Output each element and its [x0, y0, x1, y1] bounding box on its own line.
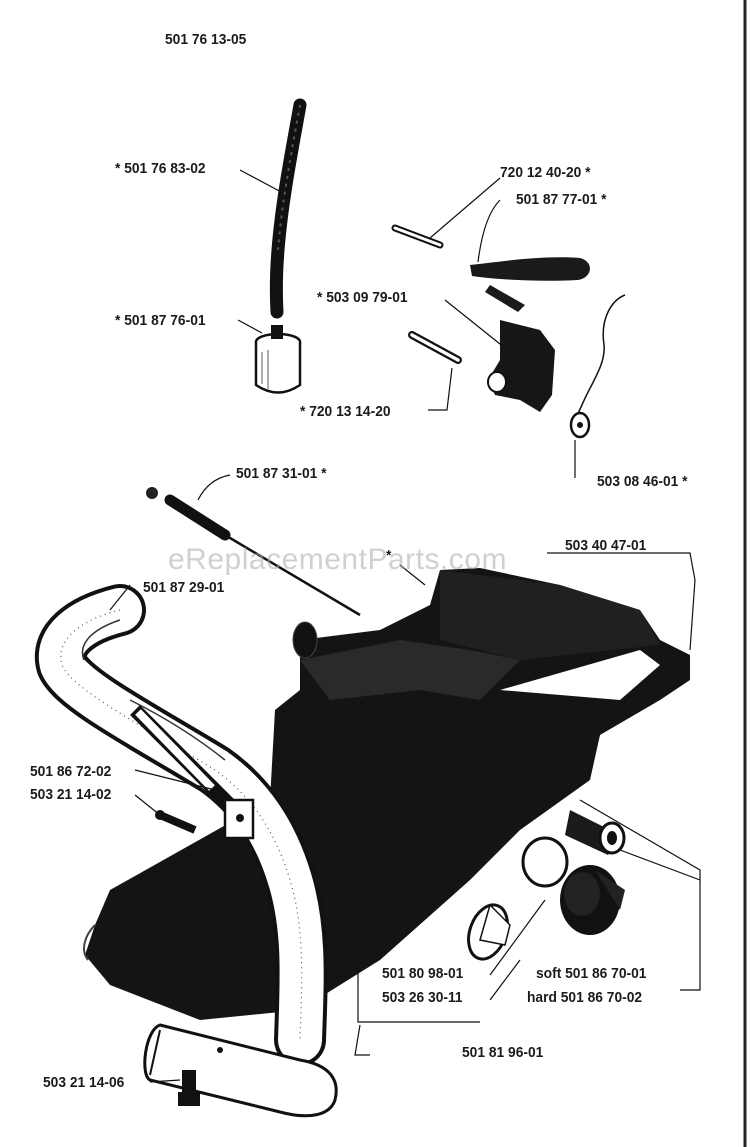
- rod-part: [146, 487, 361, 617]
- label-front-handle: 501 87 29-01: [143, 579, 225, 596]
- label-fuel-hose: * 501 76 83-02: [115, 160, 206, 177]
- fuel-hose-part: [269, 98, 307, 319]
- handle-bracket-part: [143, 1023, 338, 1118]
- bushing-part: [565, 810, 626, 855]
- screw-bottom-part: [178, 1070, 200, 1106]
- pin-part-lower: [408, 331, 462, 364]
- assembly-number: 501 76 13-05: [165, 31, 247, 48]
- label-rod: 501 87 31-01 *: [236, 465, 327, 482]
- label-screw-bottom: 503 21 14-06: [43, 1074, 125, 1091]
- screw-left-part: [155, 810, 197, 834]
- label-filter: * 501 87 76-01: [115, 312, 206, 329]
- label-gasket: 501 80 98-01: [382, 965, 464, 982]
- label-screw-left: 503 21 14-02: [30, 786, 112, 803]
- label-pin-lower: * 720 13 14-20: [300, 403, 391, 420]
- fuel-filter-part: [254, 325, 302, 394]
- label-handle-rear: 503 40 47-01: [565, 537, 647, 554]
- label-pin-top: 720 12 40-20 *: [500, 164, 591, 181]
- label-damper: 501 86 72-02: [30, 763, 112, 780]
- label-throttle-trigger: 501 87 77-01 *: [516, 191, 607, 208]
- strap-part: [467, 903, 511, 961]
- label-cap-soft: soft 501 86 70-01: [536, 965, 647, 982]
- damper-part: [223, 798, 255, 840]
- label-housing-star: *: [386, 547, 392, 564]
- watermark-text: eReplacementParts.com: [168, 543, 507, 576]
- label-spring: 503 08 46-01 *: [597, 473, 688, 490]
- gasket-part: [521, 836, 569, 888]
- front-handle-part: [34, 584, 328, 1066]
- label-cap-hard: hard 501 86 70-02: [527, 989, 643, 1006]
- label-cap-assembly: 501 81 96-01: [462, 1044, 544, 1061]
- spring-part: [569, 294, 626, 439]
- label-throttle-lockout: * 503 09 79-01: [317, 289, 408, 306]
- label-strap: 503 26 30-11: [382, 989, 463, 1006]
- throttle-lockout-part: [487, 320, 555, 412]
- tank-cap-part: [560, 865, 625, 935]
- pin-part-top: [391, 224, 444, 249]
- throttle-trigger-part: [470, 257, 590, 312]
- main-housing-part: [83, 568, 690, 1020]
